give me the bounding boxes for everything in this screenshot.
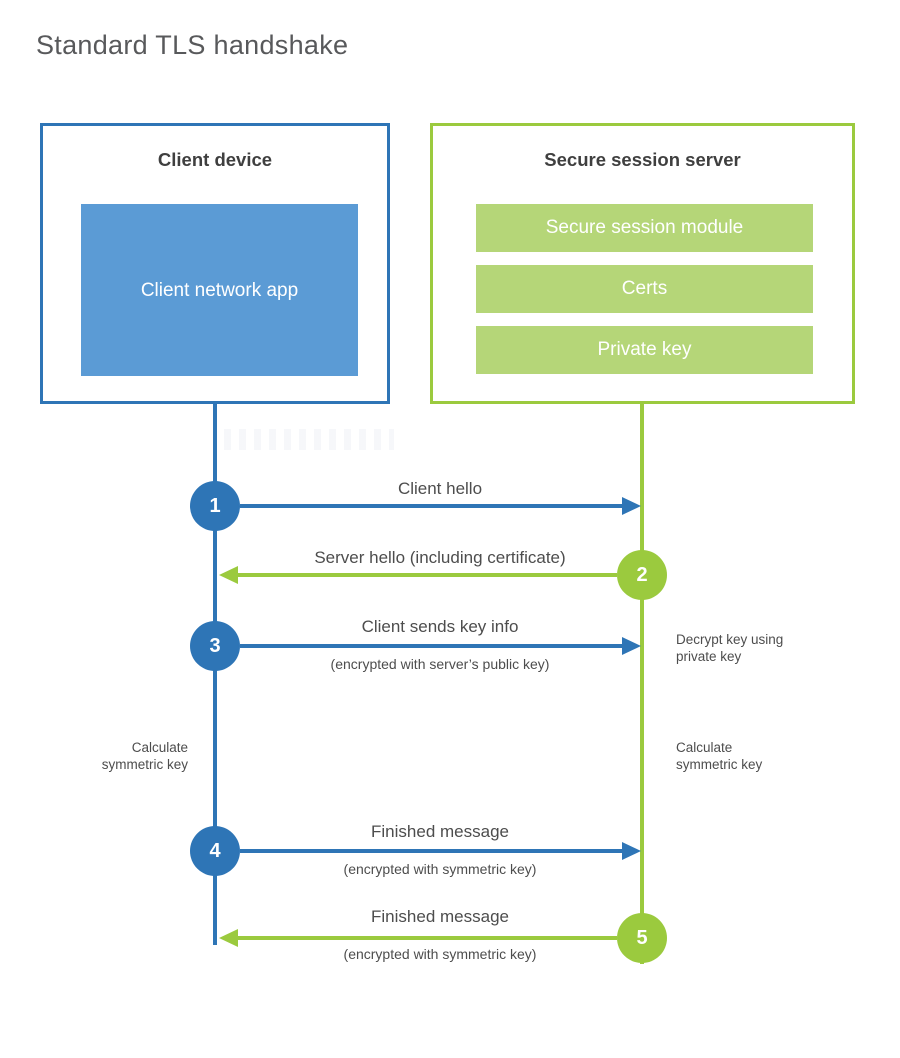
step-5-label: Finished message: [371, 907, 509, 926]
step-4-sublabel: (encrypted with symmetric key): [343, 861, 537, 877]
step-4-arrow: [240, 849, 623, 853]
note-calculate-symmetric-key-server: Calculate symmetric key: [676, 740, 763, 772]
secure-session-server-title: Secure session server: [544, 149, 741, 170]
step-3-arrow: [240, 644, 623, 648]
step-5-badge: 5: [617, 913, 667, 963]
server-module-private-key: Private key: [476, 326, 813, 374]
client-network-app-block: Client network app: [81, 204, 358, 376]
step-5-arrowhead-left-icon: [219, 929, 238, 947]
client-device-title: Client device: [157, 149, 273, 170]
server-module-certs: Certs: [476, 265, 813, 313]
step-1-arrow: [240, 504, 623, 508]
step-5-sublabel: (encrypted with symmetric key): [343, 946, 537, 962]
step-1-badge: 1: [190, 481, 240, 531]
secure-session-server-box: Secure session server Secure session mod…: [430, 123, 855, 404]
step-4-label: Finished message: [371, 822, 509, 841]
note-decrypt-key: Decrypt key using private key: [676, 632, 784, 664]
step-2-arrowhead-left-icon: [219, 566, 238, 584]
step-4-arrowhead-right-icon: [622, 842, 641, 860]
step-5-arrow: [238, 936, 617, 940]
step-3-label: Client sends key info: [361, 617, 519, 636]
step-3-badge: 3: [190, 621, 240, 671]
step-4-badge: 4: [190, 826, 240, 876]
step-3-sublabel: (encrypted with server’s public key): [330, 656, 550, 672]
client-lifeline: [213, 403, 217, 945]
step-2-arrow: [238, 573, 617, 577]
server-module-secure-session: Secure session module: [476, 204, 813, 252]
note-calculate-symmetric-key-client: Calculate symmetric key: [101, 740, 188, 772]
faint-artifact-strip: [224, 429, 394, 450]
client-network-app-label: Client network app: [140, 279, 299, 301]
client-device-box: Client device Client network app: [40, 123, 390, 404]
step-2-label: Server hello (including certificate): [314, 548, 566, 567]
step-1-arrowhead-right-icon: [622, 497, 641, 515]
step-3-arrowhead-right-icon: [622, 637, 641, 655]
step-1-label: Client hello: [397, 479, 483, 498]
page-title: Standard TLS handshake: [36, 30, 349, 60]
server-lifeline: [640, 403, 644, 964]
step-2-badge: 2: [617, 550, 667, 600]
